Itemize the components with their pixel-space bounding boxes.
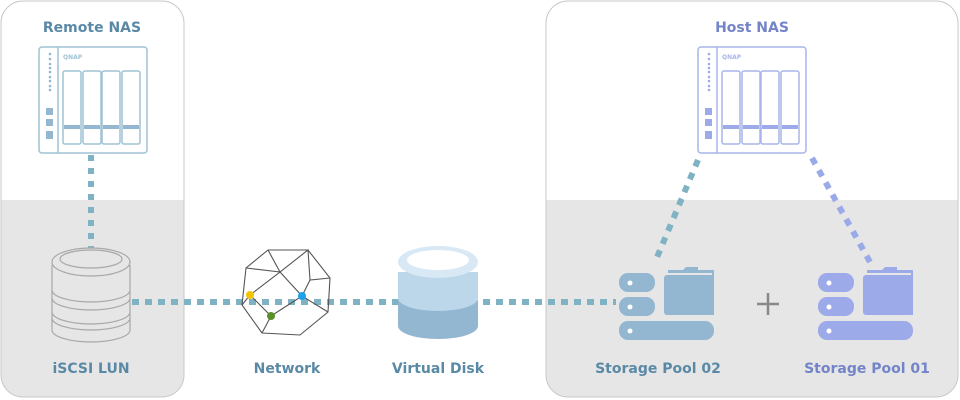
remote-nas-label: Remote NAS (42, 20, 142, 36)
nas-brand-logo: QNAP (722, 54, 742, 61)
storage-pool-01-icon (818, 267, 913, 340)
virtual-disk-label: Virtual Disk (391, 361, 485, 377)
nas-brand-logo: QNAP (63, 54, 83, 61)
connector-host-to-pool01 (809, 156, 873, 264)
iscsi-lun-icon (51, 247, 131, 343)
network-label: Network (253, 361, 321, 377)
storage-pool-01-label: Storage Pool 01 (804, 361, 930, 377)
host-nas-icon: QNAP (697, 46, 807, 154)
storage-pool-02-icon (619, 267, 714, 340)
connector-host-to-pool02 (652, 158, 701, 264)
host-nas-label: Host NAS (715, 20, 789, 36)
iscsi-lun-label: iSCSI LUN (52, 361, 130, 377)
network-icon (241, 248, 331, 336)
virtual-disk-icon (398, 246, 478, 339)
plus-icon (757, 293, 779, 315)
remote-nas-icon: QNAP (38, 46, 148, 154)
storage-pool-02-label: Storage Pool 02 (595, 361, 721, 377)
